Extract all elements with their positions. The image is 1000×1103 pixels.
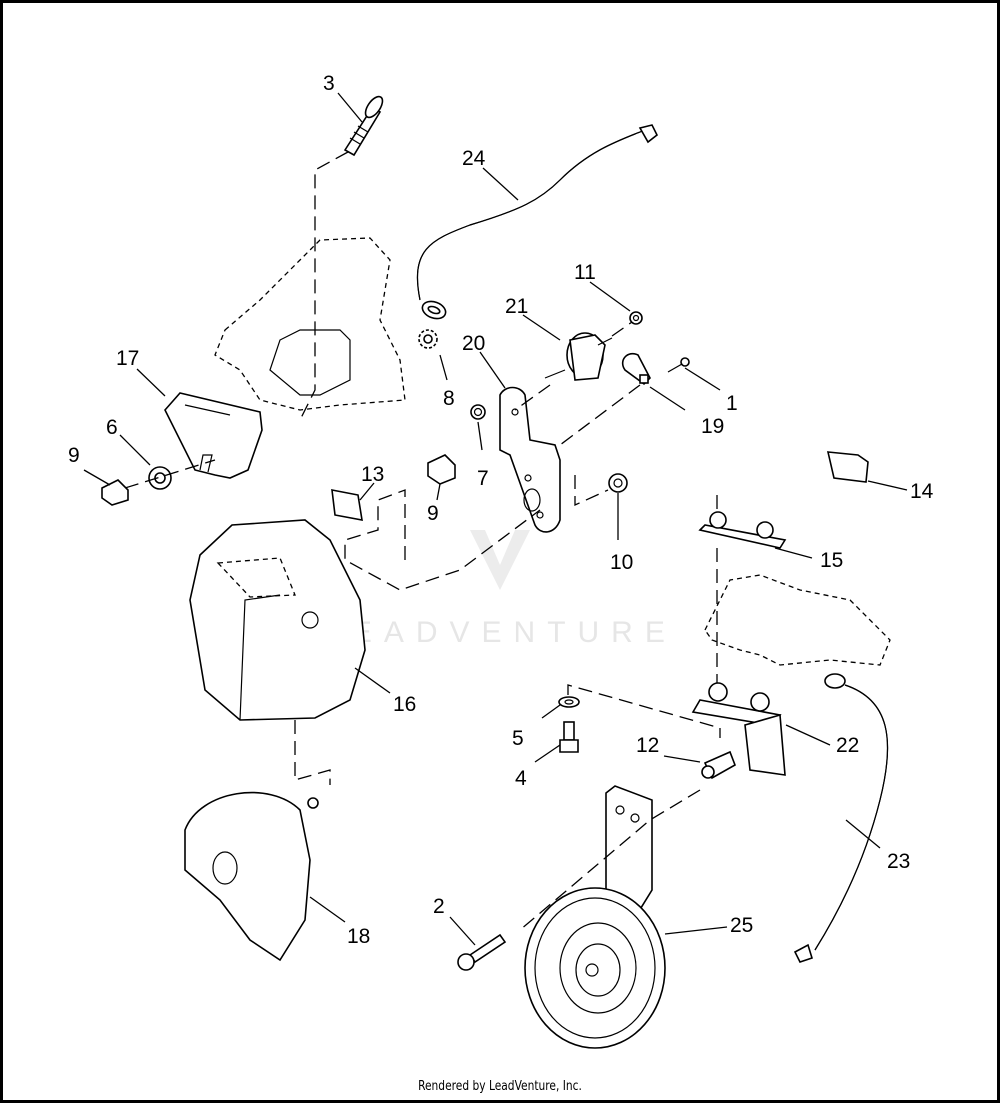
assembly-line [567, 684, 721, 738]
callout-25[interactable]: 25 [730, 914, 753, 937]
callout-labels: 3 24 11 21 20 17 8 1 19 6 9 13 7 14 9 15… [68, 72, 934, 948]
part-6-washer[interactable] [148, 466, 172, 490]
part-18-horn[interactable] [184, 791, 319, 962]
part-11-nut[interactable] [629, 311, 643, 325]
callout-9-left[interactable]: 9 [68, 444, 80, 467]
callout-16[interactable]: 16 [393, 693, 416, 716]
assembly-line [124, 459, 216, 489]
part-16-horn-cover[interactable] [189, 519, 366, 721]
callout-19[interactable]: 19 [701, 415, 724, 438]
assembly-line [299, 151, 349, 421]
part-12-spacer[interactable] [701, 750, 736, 780]
callout-9-center[interactable]: 9 [427, 502, 439, 525]
part-22-bracket[interactable] [691, 682, 786, 776]
callout-10[interactable]: 10 [610, 551, 633, 574]
part-8-lock-washer[interactable] [418, 329, 438, 349]
part-9-cap-nut-left[interactable] [101, 479, 129, 506]
callout-21[interactable]: 21 [505, 295, 528, 318]
callout-18[interactable]: 18 [347, 925, 370, 948]
callout-7[interactable]: 7 [477, 467, 489, 490]
frame-outline [704, 574, 891, 666]
callout-14[interactable]: 14 [910, 480, 934, 503]
assembly-line [559, 384, 641, 446]
callout-1[interactable]: 1 [726, 392, 738, 415]
callout-20[interactable]: 20 [462, 332, 485, 355]
part-2-bolt[interactable] [457, 933, 507, 971]
part-21-rubber-mount[interactable] [544, 332, 613, 381]
assembly-line [294, 720, 331, 785]
part-19-clamp[interactable] [621, 352, 651, 386]
callout-4[interactable]: 4 [515, 767, 527, 790]
part-25-horn[interactable] [524, 785, 666, 1049]
callout-6[interactable]: 6 [106, 416, 118, 439]
leader-lines [83, 92, 908, 946]
callout-8[interactable]: 8 [443, 387, 455, 410]
callout-24[interactable]: 24 [462, 147, 486, 170]
footer-credit: Rendered by LeadVenture, Inc. [418, 1079, 582, 1094]
callout-23[interactable]: 23 [887, 850, 910, 873]
part-3-bolt[interactable] [343, 94, 386, 157]
callout-22[interactable]: 22 [836, 734, 859, 757]
part-24-cable[interactable] [416, 124, 659, 322]
watermark: LEADVENTURE [323, 530, 677, 649]
callout-3[interactable]: 3 [323, 72, 335, 95]
assembly-line [611, 321, 633, 337]
part-7-washer[interactable] [470, 404, 486, 420]
callout-15[interactable]: 15 [820, 549, 843, 572]
part-17-bracket[interactable] [164, 237, 406, 479]
part-15-plate[interactable] [698, 511, 787, 549]
part-23-cable[interactable] [793, 673, 889, 963]
assembly-line [514, 384, 551, 411]
callout-12[interactable]: 12 [636, 734, 659, 757]
callout-2[interactable]: 2 [433, 895, 445, 918]
part-10-nut[interactable] [608, 473, 628, 493]
part-13-clip[interactable] [331, 489, 363, 521]
part-4-bolt[interactable] [559, 721, 579, 753]
part-14-plug[interactable] [826, 451, 869, 483]
callout-11[interactable]: 11 [574, 261, 596, 284]
watermark-text: LEADVENTURE [323, 616, 677, 649]
callout-17[interactable]: 17 [116, 347, 139, 370]
assembly-line [519, 789, 701, 931]
part-9-cap-nut-center[interactable] [427, 454, 456, 485]
assembly-line [574, 475, 609, 507]
part-20-mounting-plate[interactable] [499, 386, 561, 533]
callout-5[interactable]: 5 [512, 727, 524, 750]
watermark-logo-icon [470, 530, 530, 590]
part-1-screw[interactable] [667, 357, 690, 373]
part-5-washer[interactable] [558, 696, 580, 708]
callout-13[interactable]: 13 [361, 463, 384, 486]
